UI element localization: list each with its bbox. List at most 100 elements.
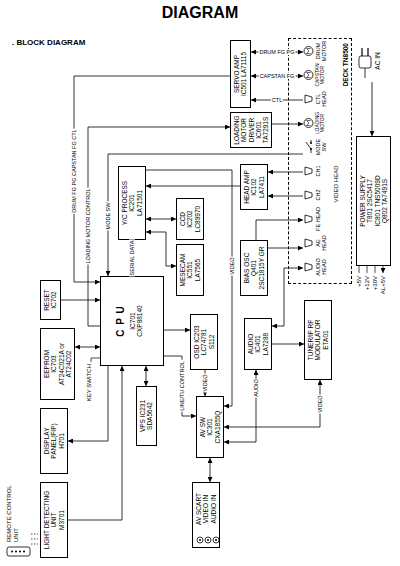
signal-name: CTL <box>271 97 283 103</box>
signal-line <box>146 219 176 220</box>
block-name: MESECAM <box>179 247 186 293</box>
block-name: DECK TN8500 <box>342 43 349 86</box>
signal-line <box>268 196 303 197</box>
signal-line <box>108 154 303 276</box>
ac-plug: AC IN <box>356 40 381 82</box>
signal-line <box>224 370 256 442</box>
motor-icon <box>303 41 314 61</box>
head-symbol: AUDIO HEAD <box>303 255 327 279</box>
signal-name: VIDEO <box>202 373 208 392</box>
block-name: CTL HEAD <box>315 87 327 111</box>
motor-symbol: DRUM MOTOR <box>303 39 327 63</box>
display-box: DISPLAY PANEL(FIP)H701 <box>40 408 68 474</box>
signal-name: MODE SW <box>105 202 111 231</box>
block-name: SERVO AMP <box>233 43 240 105</box>
head-icon <box>303 161 314 181</box>
part-number: IC202 <box>186 201 193 237</box>
part-number: LC89970 <box>194 201 201 237</box>
block-name: CAPSTAN MOTOR <box>315 63 326 87</box>
part-number: IC701 <box>129 279 136 363</box>
block-name: MODE SW <box>315 135 327 159</box>
block-name: EEPROM <box>43 331 50 397</box>
signal-line <box>146 232 176 266</box>
power-box: POWER SUPPLYT801 2SC5417IC801 TNS5009DQ8… <box>356 136 391 266</box>
switch-box: AV SWIC301CXA1855Q <box>196 396 224 458</box>
signal-line <box>268 248 303 249</box>
voltage-label: +5V <box>356 276 363 316</box>
block-name: LOADING MOTOR DRIVER <box>233 115 255 145</box>
part-number: LA7565 <box>194 247 201 293</box>
part-number: TA7291S <box>262 115 269 145</box>
amp-box: HEAD AMPIC102LA7411 <box>240 164 268 210</box>
part-number: Q802 TA7491S <box>381 139 388 263</box>
part-number: IC102 <box>250 167 257 207</box>
jack-panel: AV SCARTVIDEO INAUDIO IN <box>192 482 220 548</box>
motor-icon <box>303 113 314 133</box>
part-number: ETA01 <box>322 303 329 377</box>
block-name: RESET <box>43 283 50 317</box>
signal-line <box>224 380 320 427</box>
ic-box: VPS IC231SDA5642 <box>136 386 157 446</box>
voltage-label: +12V <box>364 276 371 316</box>
leader-line <box>91 358 100 362</box>
tuner-box: TUNER/IF RF MODULATORETA01 <box>304 300 332 380</box>
signal-line <box>75 347 100 348</box>
sensor-box: LIGHT DETECTING UNITM3701 <box>40 482 68 558</box>
part-number: SDA5642 <box>146 389 153 443</box>
head-icon <box>303 89 314 109</box>
signal-line <box>268 172 303 173</box>
block-name: TUNER/IF RF MODULATOR <box>307 303 322 377</box>
jacks-icon <box>196 535 222 545</box>
block-name: AUDIO HEAD <box>315 255 327 279</box>
block-name: AUDIO <box>247 321 254 367</box>
head-symbol: FE HEAD <box>303 207 321 231</box>
signal-line <box>256 220 303 240</box>
block-name: REMOTE CONTROL UNIT <box>6 474 19 542</box>
signal-line <box>68 366 122 520</box>
decoration <box>31 266 383 544</box>
servo-box: SERVO AMPIC501 LA71115 <box>230 40 251 108</box>
part-number: CXP88140 <box>136 279 143 363</box>
part-number: IC601 <box>255 115 262 145</box>
oscillator-box: BIAS OSCQ4012SC1815Y GR <box>240 240 268 296</box>
signal-name: VIDEO <box>229 256 235 275</box>
voltage-label: +30V <box>372 276 379 316</box>
block-name: CCD <box>179 201 186 237</box>
switch-icon <box>303 137 314 157</box>
part-number: LC74781 <box>200 317 207 367</box>
block-name: AV SCART <box>195 485 202 533</box>
part-number: IC702 <box>50 283 57 317</box>
ic-box: AUDIOIC401LA7288 <box>244 318 272 370</box>
signal-line <box>74 76 230 282</box>
part-number: 2SC1815Y GR <box>258 243 265 293</box>
block-name: AE HEAD <box>315 231 327 255</box>
part-label: KEY SWITCH <box>86 364 93 408</box>
block-name: OSD IC203 <box>193 317 200 367</box>
part-number: IC501 LA71115 <box>240 43 247 105</box>
part-number: AUDIO IN <box>210 485 217 533</box>
motor-symbol: LOADING MOTOR <box>303 111 326 135</box>
part-number: LA71501 <box>136 169 143 237</box>
block-name: FE HEAD <box>315 207 321 231</box>
signal-name: CAPSTAN FG <box>259 73 296 79</box>
supply-output <box>359 266 383 273</box>
part-number: Q401 <box>250 243 257 293</box>
signal-name: DRUM FG PG <box>258 49 295 55</box>
block-name: POWER SUPPLY <box>359 139 366 263</box>
voltage-label: AL+5V <box>380 276 387 316</box>
block-name: LIGHT DETECTING UNIT <box>43 485 58 555</box>
plug-icon <box>356 44 374 78</box>
motor-icon <box>303 65 314 85</box>
ic-box: MESECAMIC551LA7565 <box>176 244 204 296</box>
block-name: HEAD AMP <box>243 167 250 207</box>
part-number: IC401 <box>254 321 261 367</box>
block-name: Y/C PROCESS <box>121 169 128 237</box>
part-number: IC201 <box>128 169 135 237</box>
block-name: DISPLAY PANEL(FIP) <box>43 411 58 471</box>
section-heading: . BLOCK DIAGRAM <box>12 38 85 47</box>
head-icon <box>303 233 314 253</box>
head-symbol: CTL HEAD <box>303 87 327 111</box>
block-name: VPS IC231 <box>139 389 146 443</box>
signal-line <box>372 82 373 136</box>
